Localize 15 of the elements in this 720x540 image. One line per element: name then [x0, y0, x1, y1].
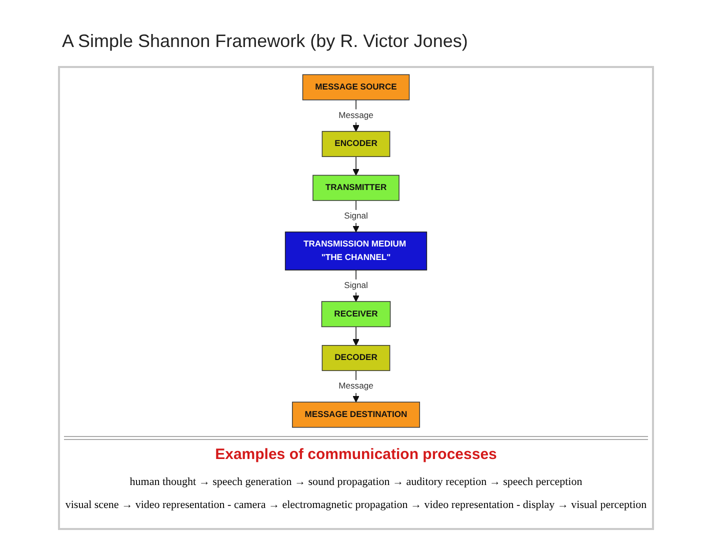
process-box: ENCODER [322, 130, 390, 157]
example-text: visual scene → video representation - camera → electromagnetic propagation → video representation - display → visual perception [65, 498, 647, 512]
process-box: MESSAGE SOURCE [302, 74, 410, 100]
edge-label: Signal [344, 279, 368, 292]
process-box: MESSAGE DESTINATION [292, 402, 420, 428]
process-box: DECODER [322, 345, 390, 372]
process-box: TRANSMISSION MEDIUM "THE CHANNEL" [284, 232, 428, 270]
title: A Simple Shannon Framework (by R. Victor Jones) [62, 30, 468, 52]
process-box: RECEIVER [321, 301, 391, 328]
section-heading: Examples of communication processes [215, 446, 497, 464]
edge-label: Signal [344, 210, 368, 223]
edge-label: Message [338, 380, 374, 393]
edge-label: Message [338, 109, 374, 122]
example-text: human thought → speech generation → sound propagation → auditory reception → speech perception [130, 475, 582, 489]
process-box: TRANSMITTER [312, 174, 400, 201]
